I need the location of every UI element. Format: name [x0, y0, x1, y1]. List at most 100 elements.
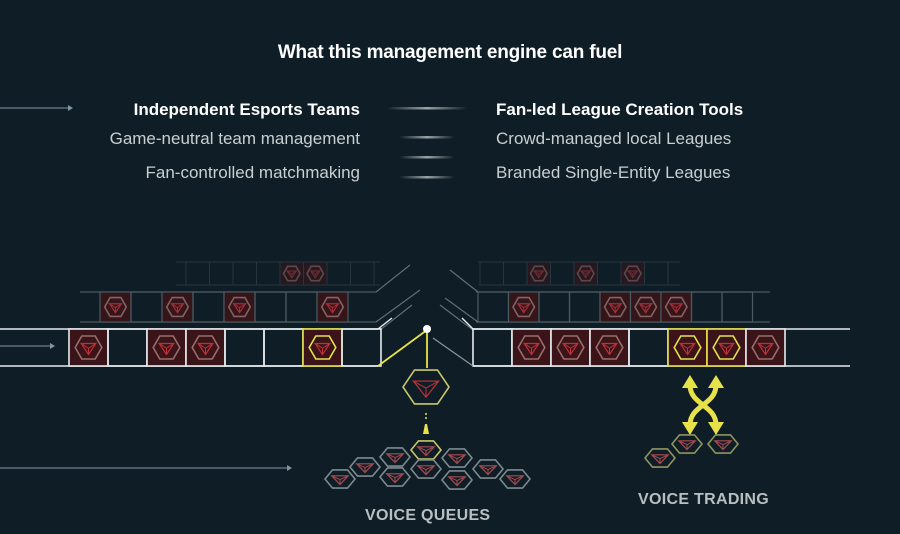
- token-line: [517, 303, 525, 309]
- hexagon-token-icon: [517, 335, 546, 360]
- perspective-line: [444, 297, 479, 323]
- slot-cell: [479, 261, 504, 286]
- queued-token-icon: [378, 447, 412, 467]
- slot-cell: [568, 291, 601, 323]
- token-line: [314, 270, 321, 275]
- slot-cell: [503, 261, 528, 286]
- token-line: [687, 343, 696, 349]
- hexagon-outline: [643, 448, 677, 468]
- hexagon-outline: [670, 434, 704, 454]
- voice-trading-caption: VOICE TRADING: [638, 491, 770, 508]
- hexagon-token-icon: [227, 296, 252, 318]
- hexagon-token-icon: [634, 296, 658, 318]
- token-line: [614, 303, 622, 309]
- queued-token-icon: [471, 459, 505, 479]
- token-triangle: [158, 342, 175, 356]
- queued-token-icon: [409, 459, 443, 479]
- token-triangle: [355, 463, 375, 474]
- token-line: [765, 343, 774, 349]
- perspective-line: [461, 317, 474, 330]
- token-line: [88, 343, 97, 349]
- hexagon-outline: [227, 296, 252, 318]
- token-line: [115, 303, 122, 309]
- left-item: Fan-controlled matchmaking: [145, 163, 360, 182]
- slot-cell: [326, 261, 351, 286]
- token-line: [670, 303, 677, 309]
- slot-cell: [256, 261, 281, 286]
- token-line: [413, 380, 427, 389]
- slot-cell: [597, 261, 622, 286]
- token-line: [659, 454, 669, 460]
- right-mid-row: [476, 291, 770, 323]
- perspective-line: [449, 269, 479, 293]
- hexagon-outline: [512, 296, 536, 318]
- slot-cell: [185, 261, 210, 286]
- token-line: [639, 303, 647, 309]
- token-line: [331, 475, 341, 481]
- token-line: [609, 303, 616, 309]
- queued-token-icon: [498, 469, 532, 489]
- token-triangle: [718, 342, 735, 356]
- perspective-line: [375, 289, 421, 323]
- hexagon-outline: [402, 369, 450, 405]
- token-triangle: [478, 465, 498, 476]
- token-line: [448, 476, 458, 482]
- slot-cell: [285, 291, 318, 323]
- arrowhead: [682, 375, 698, 388]
- token-line: [531, 343, 540, 349]
- token-triangle: [314, 342, 331, 356]
- token-triangle: [325, 303, 340, 314]
- token-line: [678, 440, 688, 446]
- queued-token-icon: [440, 470, 474, 490]
- right-front-row: [472, 328, 850, 367]
- slot-cell: [628, 328, 669, 367]
- token-triangle: [197, 342, 214, 356]
- hexagon-outline: [282, 265, 301, 282]
- token-triangle: [385, 473, 405, 484]
- slot-cell: [192, 291, 225, 323]
- token-line: [364, 463, 374, 469]
- left-item: Game-neutral team management: [109, 129, 360, 148]
- hexagon-token-icon: [282, 265, 301, 282]
- perspective-line: [432, 337, 474, 367]
- hexagon-outline: [308, 335, 337, 360]
- token-line: [487, 465, 497, 471]
- token-triangle: [170, 303, 185, 314]
- hexagon-outline: [440, 448, 474, 468]
- token-triangle: [108, 303, 123, 314]
- right-heading: Fan-led League Creation Tools: [496, 100, 744, 119]
- token-line: [166, 343, 175, 349]
- hexagon-outline: [165, 296, 190, 318]
- token-triangle: [416, 465, 436, 476]
- hexagon-outline: [595, 335, 624, 360]
- token-line: [197, 343, 206, 349]
- hexagon-token-icon: [402, 369, 450, 405]
- slot-cell: [130, 291, 163, 323]
- token-triangle: [650, 454, 670, 465]
- token-line: [514, 475, 524, 481]
- swap-arrows-icon: [682, 375, 724, 435]
- hexagon-outline: [103, 296, 128, 318]
- token-line: [326, 303, 333, 309]
- queued-token-icon: [348, 457, 382, 477]
- hexagon-outline: [498, 469, 532, 489]
- token-triangle: [677, 440, 697, 451]
- hexagon-token-icon: [529, 265, 548, 282]
- token-line: [425, 446, 435, 452]
- pointer-arrow-icon: [50, 343, 55, 349]
- hexagon-outline: [673, 335, 702, 360]
- queued-token-icon: [323, 469, 357, 489]
- token-line: [177, 303, 184, 309]
- token-line: [679, 343, 688, 349]
- page-title: What this management engine can fuel: [277, 42, 623, 63]
- token-line: [386, 473, 396, 479]
- pointer-arrow-icon: [287, 465, 292, 471]
- token-triangle: [627, 270, 639, 279]
- token-line: [714, 440, 724, 446]
- hexagon-token-icon: [603, 296, 627, 318]
- token-line: [456, 476, 466, 482]
- arrowhead: [708, 375, 724, 388]
- token-triangle: [330, 475, 350, 486]
- token-line: [601, 343, 610, 349]
- hexagon-outline: [152, 335, 181, 360]
